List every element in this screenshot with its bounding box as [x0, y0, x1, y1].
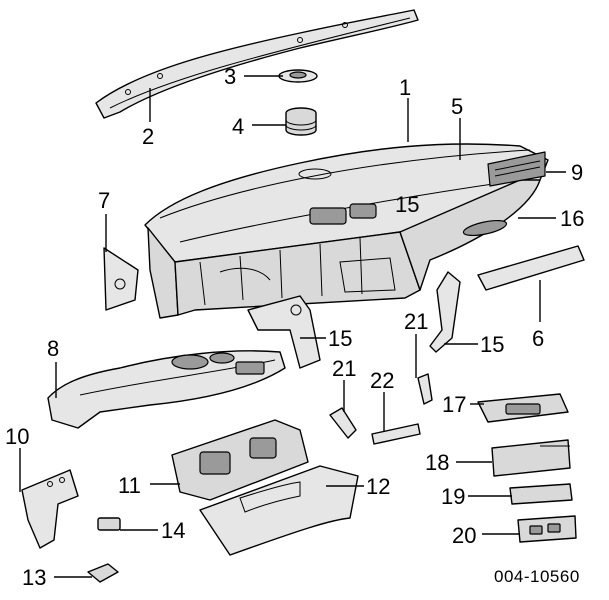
part-clip-21-right — [417, 373, 433, 405]
callout-21-right: 21 — [404, 309, 428, 334]
callout-8: 8 — [47, 336, 59, 361]
callout-14: 14 — [161, 518, 185, 543]
callout-12: 12 — [366, 474, 390, 499]
part-end-bracket — [103, 247, 139, 311]
part-speaker — [285, 107, 317, 136]
callout-15-center: 15 — [328, 326, 352, 351]
part-side-vent — [487, 151, 546, 187]
callout-17: 17 — [442, 392, 466, 417]
part-clip-21-left — [329, 407, 357, 439]
callout-19: 19 — [441, 484, 465, 509]
callout-11: 11 — [118, 473, 141, 498]
callout-9: 9 — [571, 160, 583, 185]
part-center-bracket — [247, 295, 321, 369]
reference-code: 004-10560 — [494, 567, 580, 586]
callout-21-left: 21 — [332, 356, 356, 381]
part-speaker-grille — [278, 69, 318, 83]
part-knee-bracket — [21, 469, 79, 549]
part-radio-bezel-17 — [477, 393, 569, 423]
callout-20: 20 — [452, 523, 476, 548]
callout-5: 5 — [451, 94, 463, 119]
callout-13: 13 — [22, 565, 46, 590]
callout-15-right: 15 — [480, 332, 504, 357]
part-control-20 — [517, 515, 577, 543]
part-small-clip-13 — [87, 563, 119, 583]
callout-22: 22 — [370, 368, 394, 393]
callout-3: 3 — [224, 64, 236, 89]
part-glove-box-trim — [477, 245, 585, 291]
part-radio-18 — [491, 439, 571, 477]
callout-labels: 1 2 3 4 5 6 7 8 9 10 11 12 13 14 15 15 1… — [5, 64, 584, 590]
callout-4: 4 — [232, 114, 244, 139]
callout-1: 1 — [399, 75, 411, 100]
part-clip-14 — [97, 517, 121, 531]
callout-16: 16 — [560, 206, 584, 231]
callout-10: 10 — [5, 424, 29, 449]
leader-lines — [19, 75, 566, 578]
part-lower-panel — [199, 465, 359, 556]
callout-2: 2 — [142, 124, 154, 149]
part-right-side-bracket — [429, 271, 461, 353]
part-control-19 — [509, 483, 573, 505]
part-instrument-panel-main — [144, 143, 549, 319]
part-trim-22 — [371, 423, 421, 445]
part-defroster-trim-strip — [95, 9, 419, 119]
callout-7: 7 — [98, 188, 110, 213]
part-cluster-bezel — [47, 350, 286, 429]
callout-18: 18 — [425, 450, 449, 475]
part-lower-console-bracket — [171, 419, 309, 501]
callout-6: 6 — [532, 326, 544, 351]
callout-15-top: 15 — [395, 192, 419, 217]
